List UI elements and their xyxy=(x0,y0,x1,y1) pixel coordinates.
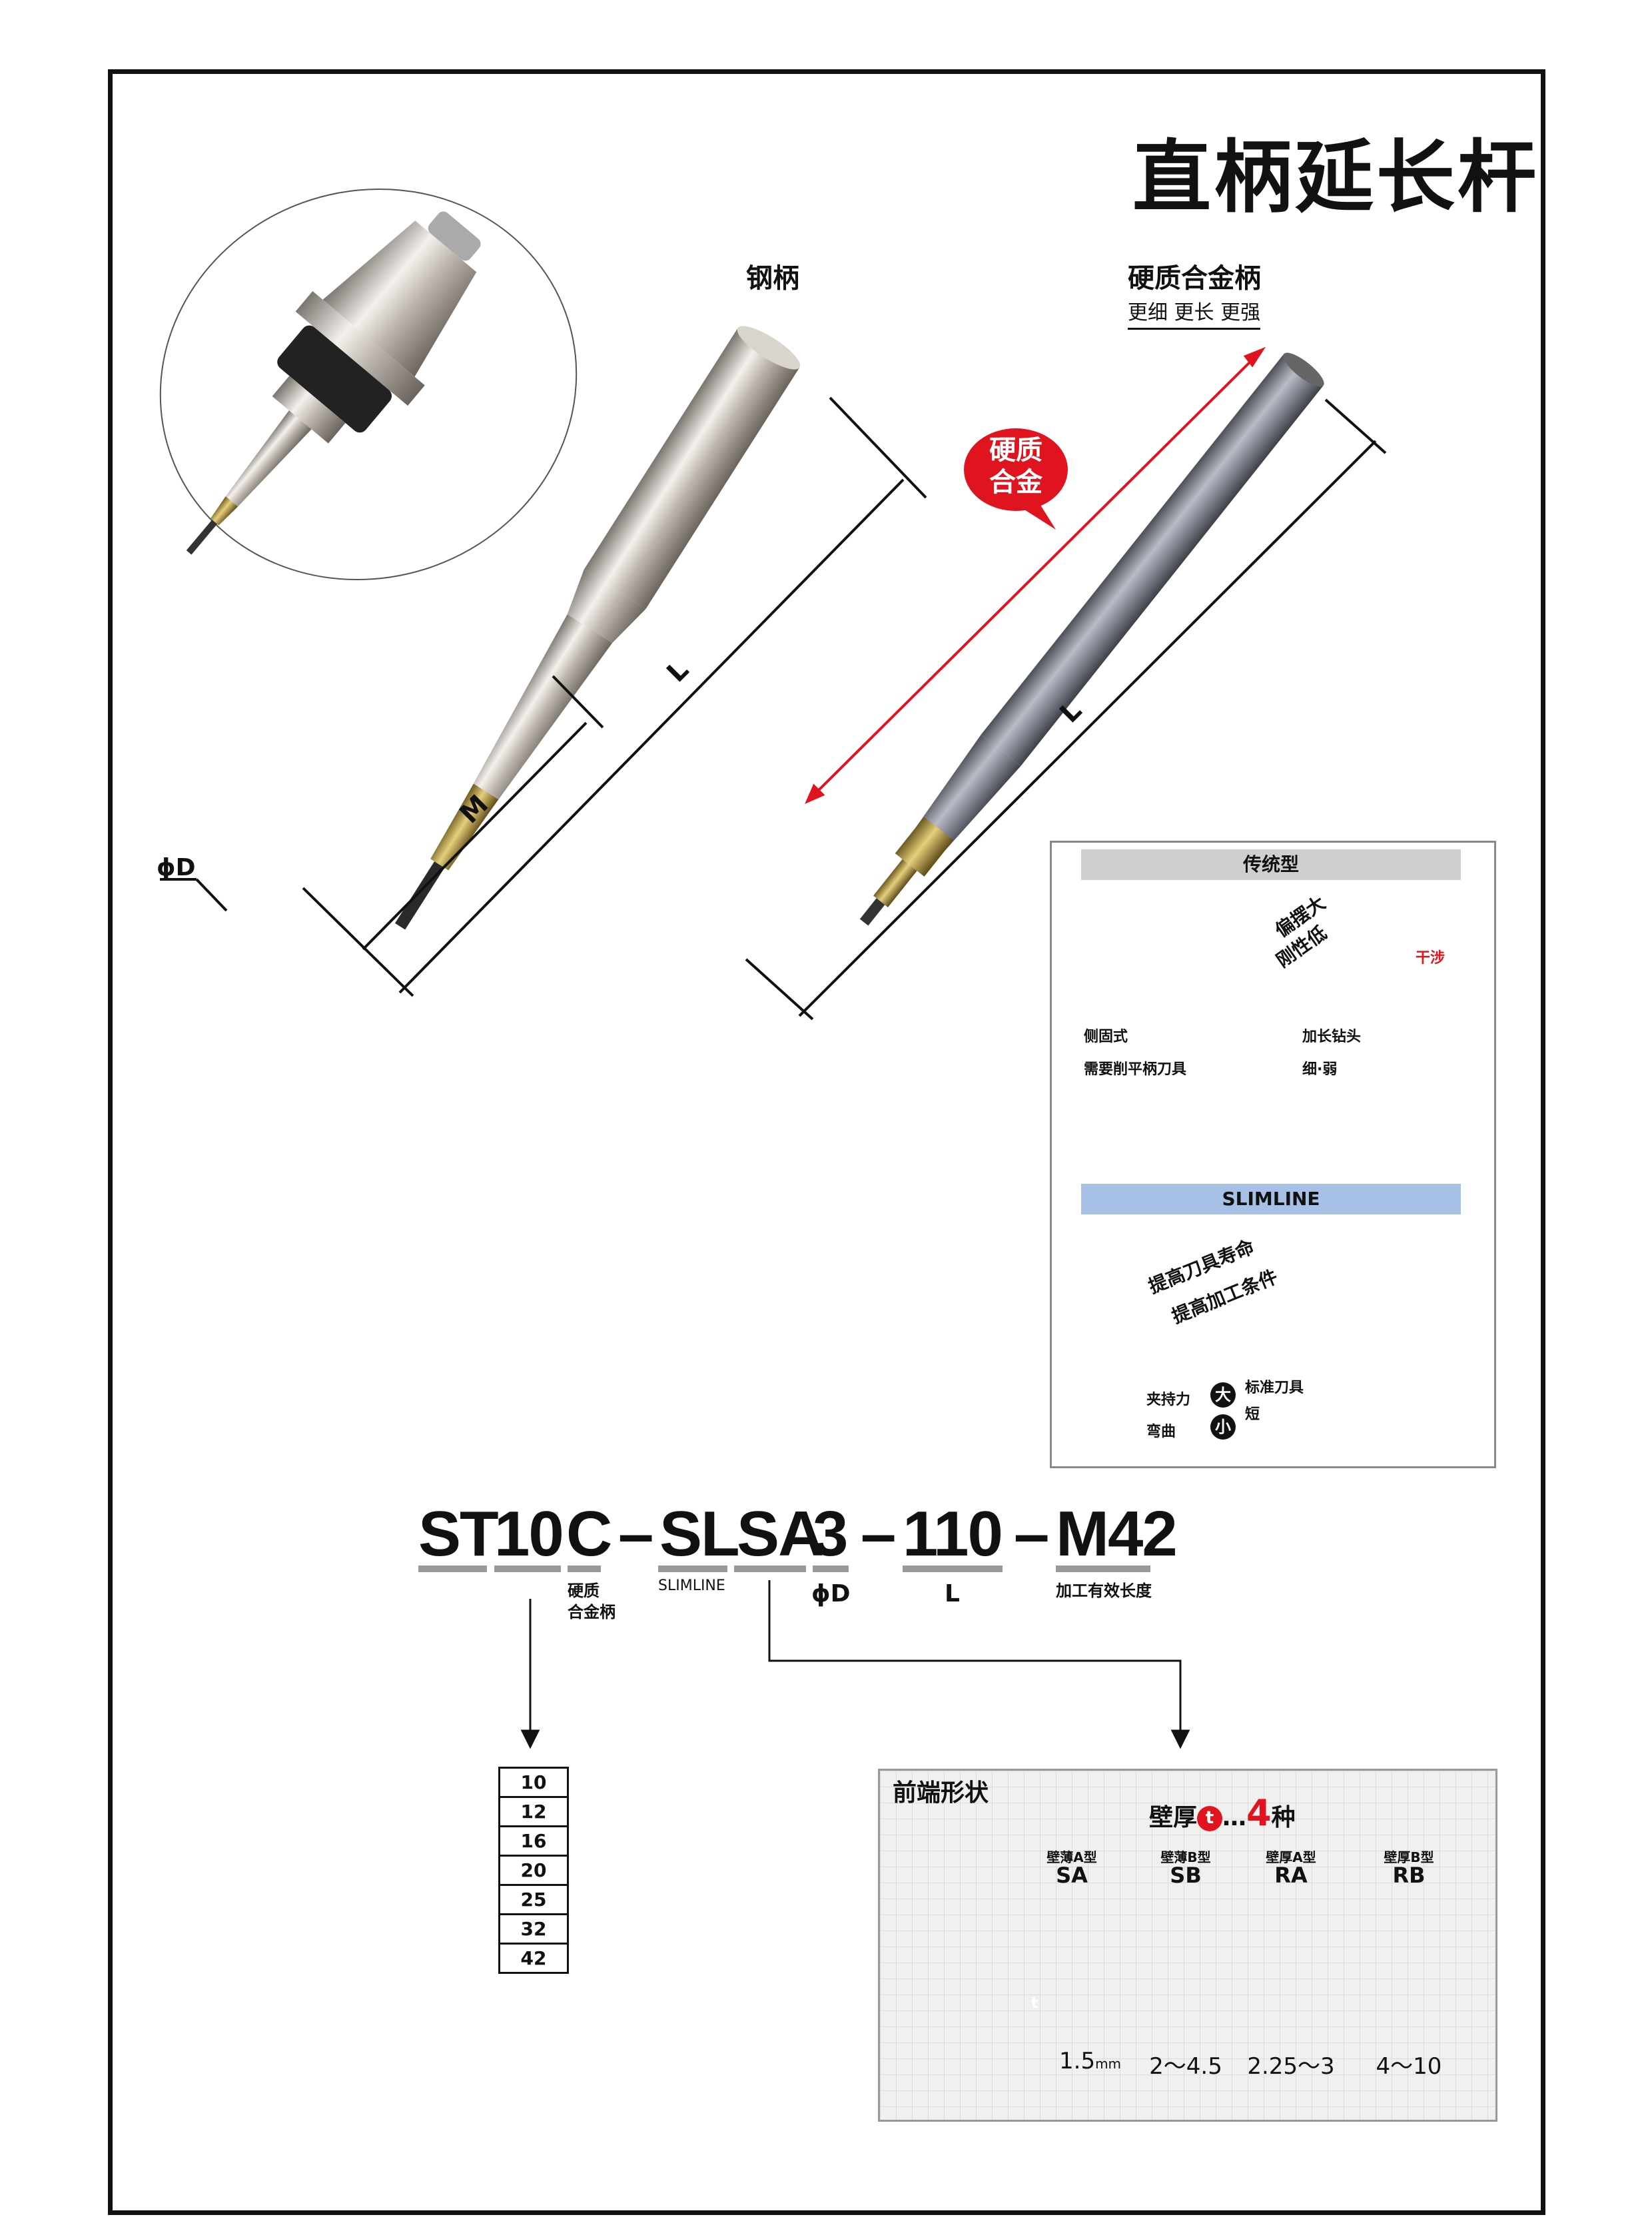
size-cell: 12 xyxy=(498,1796,569,1827)
long-drill-text: 加长钻头 xyxy=(1302,1029,1362,1045)
ul-L xyxy=(903,1565,1003,1572)
model-code-dash3: – xyxy=(1014,1498,1049,1569)
ul-SA xyxy=(734,1565,806,1572)
model-code-dash2: – xyxy=(861,1498,896,1569)
ul-ST xyxy=(418,1565,487,1572)
tip-type-name: RB xyxy=(1392,1863,1426,1888)
size-cell: 25 xyxy=(498,1884,569,1915)
size-cell: 32 xyxy=(498,1913,569,1945)
size-cell: 42 xyxy=(498,1943,569,1974)
model-code-L: 110 xyxy=(903,1498,1003,1569)
wall-suffix: 种 xyxy=(1271,1804,1296,1831)
ul-SL xyxy=(658,1565,727,1572)
standard-tool-text: 标准刀具 xyxy=(1245,1380,1304,1396)
size-cell: 20 xyxy=(498,1855,569,1886)
ul-C xyxy=(568,1565,601,1572)
big-badge: 大 xyxy=(1210,1382,1236,1408)
tip-range-SB: 2～4.5 xyxy=(1149,2053,1222,2080)
inset-ellipse xyxy=(159,188,578,581)
page-title: 直柄延长杆 xyxy=(1132,131,1539,223)
tip-range-unit: mm xyxy=(1095,2056,1122,2072)
model-code-SA: SA xyxy=(737,1498,824,1569)
short-text: 短 xyxy=(1245,1406,1260,1423)
flat-shank-text: 需要削平柄刀具 xyxy=(1084,1061,1187,1078)
tip-range-RA: 2.25～3 xyxy=(1247,2053,1335,2080)
tip-panel-title: 前端形状 xyxy=(893,1779,989,1807)
steel-dimensions xyxy=(160,396,927,997)
size-table: 10 12 16 20 25 32 42 xyxy=(498,1767,569,1974)
model-code-M: M42 xyxy=(1056,1498,1178,1569)
page-frame xyxy=(108,69,1545,2215)
small-badge: 小 xyxy=(1210,1414,1236,1440)
model-code-ST: ST xyxy=(418,1498,499,1569)
code-label-carbide1: 硬质 xyxy=(568,1581,600,1600)
thin-weak-text: 细·弱 xyxy=(1302,1061,1338,1078)
tip-type-cap: 壁厚B型 xyxy=(1384,1849,1434,1865)
clamp-force-text: 夹持力 xyxy=(1146,1392,1191,1408)
carbide-shank-label: 硬质合金柄 xyxy=(1128,263,1261,294)
model-code-size: 10 xyxy=(494,1498,564,1569)
model-code-C: C xyxy=(566,1498,612,1569)
carbide-red-arrow xyxy=(805,346,1266,804)
t-marker-label: t xyxy=(1031,1995,1038,2012)
traditional-header: 传统型 xyxy=(1081,849,1461,880)
tip-type-cap: 壁厚A型 xyxy=(1266,1849,1316,1865)
side-lock-text: 侧固式 xyxy=(1084,1029,1128,1045)
steel-phiD-label: ϕD xyxy=(157,854,196,881)
bend-text: 弯曲 xyxy=(1146,1424,1176,1440)
model-code-dash1: – xyxy=(618,1498,653,1569)
tip-type-name: RA xyxy=(1274,1863,1308,1888)
carbide-subtitle: 更细 更长 更强 xyxy=(1128,296,1261,330)
code-label-carbide2: 合金柄 xyxy=(568,1603,616,1621)
holder-photo xyxy=(186,211,481,555)
tip-range-RB: 4～10 xyxy=(1376,2053,1442,2080)
code-label-phiD: ϕD xyxy=(811,1580,851,1607)
tip-type-cap: 壁薄A型 xyxy=(1046,1849,1097,1865)
code-label-slimline: SLIMLINE xyxy=(658,1577,725,1594)
code-label-effective: 加工有效长度 xyxy=(1056,1581,1152,1600)
wall-dots: … xyxy=(1222,1804,1247,1831)
tip-type-name: SA xyxy=(1056,1863,1088,1888)
ul-size xyxy=(494,1565,561,1572)
tip-type-cap: 壁薄B型 xyxy=(1160,1849,1211,1865)
tip-range-SA: 1.5mm xyxy=(1059,2048,1121,2074)
badge-line-1: 硬质 xyxy=(989,435,1042,466)
badge-line-2: 合金 xyxy=(989,467,1042,498)
size-cell: 10 xyxy=(498,1767,569,1798)
comparison-panel: 传统型 偏摆大 刚性低 干涉 侧固式 需要削平柄刀具 加长钻头 细·弱 SLIM… xyxy=(1050,841,1496,1468)
ul-M xyxy=(1056,1565,1150,1572)
carbide-dimensions xyxy=(745,398,1387,1021)
steel-shank-tool xyxy=(394,326,801,930)
size-cell: 16 xyxy=(498,1825,569,1857)
wall-count: 4 xyxy=(1246,1792,1272,1834)
steel-shank-label: 钢柄 xyxy=(746,263,799,294)
model-code-D: 3 xyxy=(813,1498,848,1569)
ul-D xyxy=(813,1565,849,1572)
code-connectors xyxy=(520,1580,1190,1749)
tip-type-name: SB xyxy=(1170,1863,1202,1888)
tip-range-value: 1.5 xyxy=(1059,2048,1096,2074)
model-code-SL: SL xyxy=(659,1498,740,1569)
code-label-L: L xyxy=(945,1580,960,1607)
carbide-badge-text: 硬质 合金 xyxy=(964,434,1068,498)
wall-prefix: 壁厚 xyxy=(1149,1804,1198,1831)
interference-text: 干涉 xyxy=(1416,950,1446,967)
carbide-shank-tool xyxy=(859,352,1324,926)
carbide-badge xyxy=(964,428,1068,530)
tip-shape-panel xyxy=(878,1769,1497,2122)
wall-t-badge: t xyxy=(1197,1806,1223,1831)
slimline-header: SLIMLINE xyxy=(1081,1184,1461,1214)
